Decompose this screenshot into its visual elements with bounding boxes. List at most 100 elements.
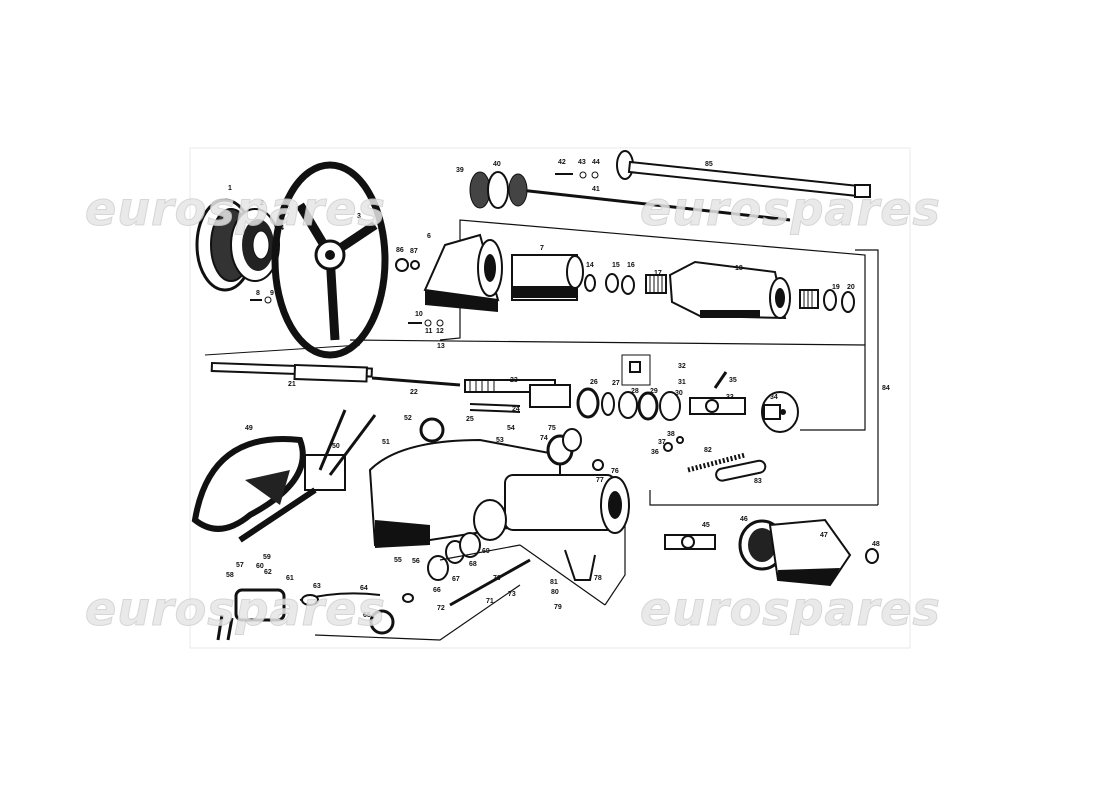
part-number-labels: 1 2 3 4 5 6 7 8 9 10 11 12 13 14 15 16 1… [226, 159, 890, 619]
part-label-15: 15 [612, 262, 620, 269]
part-label-74: 74 [540, 435, 548, 442]
part-label-78: 78 [594, 575, 602, 582]
part-label-32: 32 [678, 363, 686, 370]
part-label-76: 76 [611, 468, 619, 475]
part-label-64: 64 [360, 585, 368, 592]
watermark-top-left: eurospares [85, 182, 386, 236]
part-label-2: 2 [260, 200, 264, 207]
part-label-19: 19 [832, 284, 840, 291]
steering-wheel-rim [271, 161, 389, 359]
part-label-40: 40 [493, 161, 501, 168]
part-label-37: 37 [658, 439, 666, 446]
part-label-24: 24 [512, 406, 520, 413]
part-label-39: 39 [456, 167, 464, 174]
part-label-38: 38 [667, 431, 675, 438]
part-label-83: 83 [754, 478, 762, 485]
part-label-27: 27 [612, 380, 620, 387]
part-label-1: 1 [228, 185, 232, 192]
part-label-5: 5 [312, 167, 316, 174]
part-label-55: 55 [394, 557, 402, 564]
part-label-84: 84 [882, 385, 890, 392]
part-label-50: 50 [332, 443, 340, 450]
spring-parts [663, 436, 767, 482]
column-housing-group [423, 219, 879, 505]
part-label-29: 29 [650, 388, 658, 395]
part-label-67: 67 [452, 576, 460, 583]
part-label-63: 63 [313, 583, 321, 590]
part-label-71: 71 [486, 598, 494, 605]
part-label-82: 82 [704, 447, 712, 454]
part-label-31: 31 [678, 379, 686, 386]
part-label-34: 34 [770, 394, 778, 401]
part-label-53: 53 [496, 437, 504, 444]
switch-stalks-group [191, 409, 377, 543]
part-label-87: 87 [410, 248, 418, 255]
shaft-41 [519, 188, 791, 222]
part-label-79: 79 [554, 604, 562, 611]
part-label-9: 9 [270, 290, 274, 297]
part-label-47: 47 [820, 532, 828, 539]
part-label-86: 86 [396, 247, 404, 254]
part-label-36: 36 [651, 449, 659, 456]
part-label-56: 56 [412, 558, 420, 565]
part-label-81: 81 [550, 579, 558, 586]
part-label-23: 23 [510, 377, 518, 384]
part-label-77: 77 [596, 477, 604, 484]
part-label-16: 16 [627, 262, 635, 269]
part-label-21: 21 [288, 381, 296, 388]
part-label-61: 61 [286, 575, 294, 582]
part-label-75: 75 [548, 425, 556, 432]
part-label-3: 3 [357, 213, 361, 220]
part-label-51: 51 [382, 439, 390, 446]
shroud-49 [191, 436, 306, 532]
part-label-45: 45 [702, 522, 710, 529]
ignition-group [216, 588, 414, 641]
part-label-60: 60 [256, 563, 264, 570]
part-label-59: 59 [263, 554, 271, 561]
part-label-10: 10 [415, 311, 423, 318]
part-label-26: 26 [590, 379, 598, 386]
part-label-20: 20 [847, 284, 855, 291]
part-label-54: 54 [507, 425, 515, 432]
part-label-58: 58 [226, 572, 234, 579]
part-label-12: 12 [436, 328, 444, 335]
part-label-14: 14 [586, 262, 594, 269]
part-label-25: 25 [466, 416, 474, 423]
part-label-65: 65 [363, 612, 371, 619]
part-label-22: 22 [410, 389, 418, 396]
part-label-28: 28 [631, 388, 639, 395]
part-label-46: 46 [740, 516, 748, 523]
spring-82 [687, 452, 746, 473]
part-label-17: 17 [654, 270, 662, 277]
watermark-group: eurospares eurospares eurospares eurospa… [85, 182, 941, 637]
watermark-bottom-left: eurospares [85, 582, 386, 636]
part-label-57: 57 [236, 562, 244, 569]
housing-18 [668, 260, 787, 320]
knob-52 [419, 417, 445, 443]
part-label-66: 66 [433, 587, 441, 594]
knob-65 [369, 609, 395, 635]
part-label-80: 80 [551, 589, 559, 596]
part-label-72: 72 [437, 605, 445, 612]
part-label-7: 7 [540, 245, 544, 252]
upper-shafts [469, 150, 871, 222]
part-label-44: 44 [592, 159, 600, 166]
main-housing-group [314, 417, 630, 641]
part-label-85: 85 [705, 161, 713, 168]
part-label-69: 69 [482, 548, 490, 555]
lower-column-group [604, 485, 879, 606]
part-label-13: 13 [437, 343, 445, 350]
part-label-4: 4 [280, 225, 284, 232]
part-label-48: 48 [872, 541, 880, 548]
pin-83 [715, 459, 767, 482]
part-label-62: 62 [264, 569, 272, 576]
scan-border [189, 147, 911, 649]
part-label-68: 68 [469, 561, 477, 568]
part-label-35: 35 [729, 377, 737, 384]
shaft-22 [371, 376, 461, 387]
part-label-41: 41 [592, 186, 600, 193]
part-label-43: 43 [578, 159, 586, 166]
ignition-switch-61 [234, 588, 286, 622]
part-label-73: 73 [508, 591, 516, 598]
